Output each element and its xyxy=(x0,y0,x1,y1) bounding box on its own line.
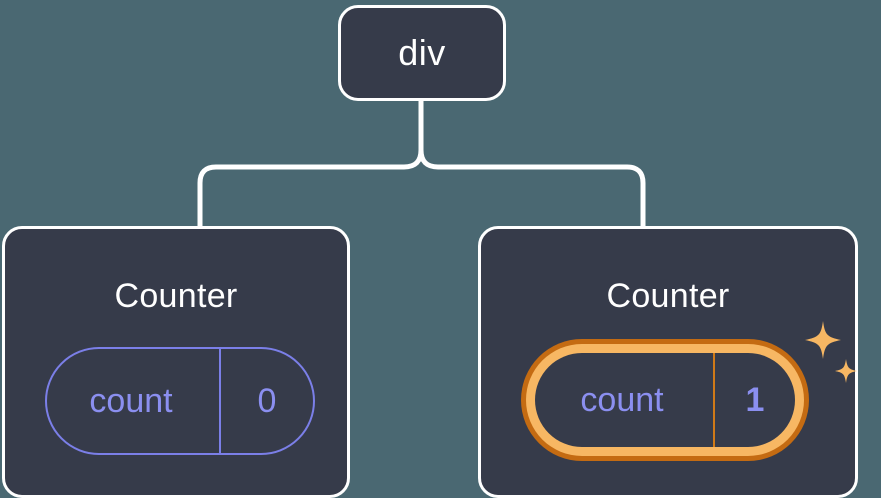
node-div[interactable]: div xyxy=(338,5,506,101)
state-pill-divider-right xyxy=(713,353,715,447)
state-pill-count-left[interactable]: count 0 xyxy=(45,347,315,455)
state-key-label-left: count xyxy=(89,382,173,420)
state-pill-face-right: count 1 xyxy=(535,353,795,447)
sparkle-group xyxy=(801,317,863,389)
connector-left-branch xyxy=(197,98,424,229)
state-value-label-left: 0 xyxy=(257,382,277,420)
node-counter-left-title: Counter xyxy=(114,277,238,315)
sparkle-small-icon xyxy=(835,359,857,383)
connector-right-branch xyxy=(418,98,646,229)
node-counter-right[interactable]: Counter count 1 xyxy=(478,226,858,498)
sparkle-large-icon xyxy=(805,321,841,359)
node-counter-left[interactable]: Counter count 0 xyxy=(2,226,350,498)
state-pill-divider-left xyxy=(219,349,221,453)
state-pill-count-right[interactable]: count 1 xyxy=(521,339,809,461)
node-counter-right-title: Counter xyxy=(606,277,730,315)
state-value-label-right: 1 xyxy=(745,381,765,419)
node-div-label: div xyxy=(398,32,446,73)
state-key-label-right: count xyxy=(580,381,664,419)
